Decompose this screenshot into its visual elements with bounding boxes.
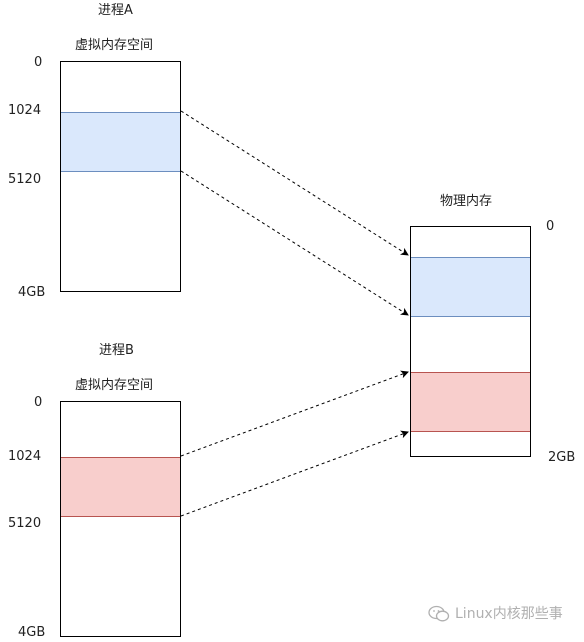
physical-memory-title: 物理内存 bbox=[440, 194, 493, 209]
process-a-mapped-segment bbox=[61, 112, 180, 172]
process-a-virtual-memory-block bbox=[60, 61, 181, 292]
process-a-address-1024: 1024 bbox=[8, 103, 42, 118]
process-a-address-4gb: 4GB bbox=[18, 285, 46, 300]
physical-address-2gb: 2GB bbox=[548, 450, 576, 465]
arrow-a-bottom bbox=[180, 170, 409, 316]
process-b-space-label: 虚拟内存空间 bbox=[75, 378, 154, 393]
arrow-b-top bbox=[180, 370, 409, 457]
process-a-space-label: 虚拟内存空间 bbox=[75, 38, 154, 53]
process-a-address-5120: 5120 bbox=[8, 172, 42, 187]
physical-memory-block bbox=[410, 226, 531, 457]
process-b-address-0: 0 bbox=[34, 395, 43, 410]
wechat-icon bbox=[428, 605, 450, 623]
watermark-text: Linux内核那些事 bbox=[455, 606, 563, 622]
arrow-a-top bbox=[180, 110, 409, 256]
process-b-virtual-memory-block bbox=[60, 401, 181, 637]
physical-segment-b bbox=[411, 372, 530, 432]
physical-segment-a bbox=[411, 257, 530, 317]
physical-address-0: 0 bbox=[546, 219, 555, 234]
arrow-b-bottom bbox=[180, 430, 409, 517]
process-b-address-5120: 5120 bbox=[8, 516, 42, 531]
process-b-title: 进程B bbox=[99, 343, 134, 358]
process-b-address-4gb: 4GB bbox=[18, 625, 46, 640]
process-a-address-0: 0 bbox=[34, 55, 43, 70]
process-b-address-1024: 1024 bbox=[8, 449, 42, 464]
process-a-title: 进程A bbox=[98, 3, 133, 18]
process-b-mapped-segment bbox=[61, 457, 180, 517]
